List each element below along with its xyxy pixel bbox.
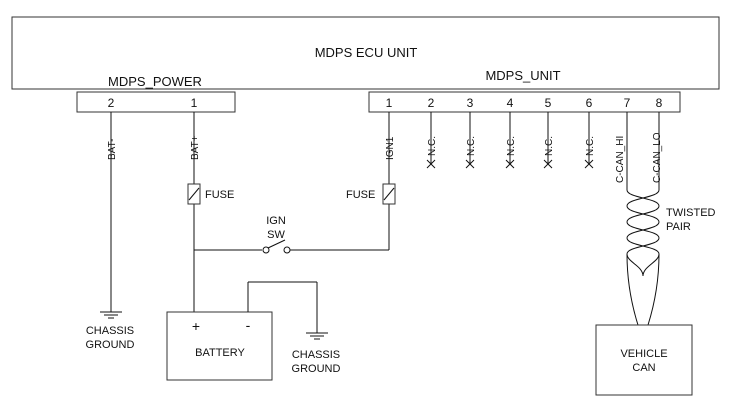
- power-pin-num: 1: [191, 96, 198, 110]
- ground-label-1b: GROUND: [86, 339, 135, 351]
- unit-pin-num: 4: [507, 96, 514, 110]
- twisted-pair-label: TWISTED: [666, 207, 716, 219]
- ecu-title: MDPS ECU UNIT: [315, 45, 418, 60]
- bat-plus-wire: [193, 112, 262, 312]
- signal-label-bat-minus: BAT-: [107, 139, 118, 160]
- battery-label: BATTERY: [195, 347, 245, 359]
- unit-pin-num: 6: [586, 96, 593, 110]
- power-pin-num: 2: [108, 96, 115, 110]
- vehicle-can-label: VEHICLE: [620, 348, 667, 360]
- ign-sw-label: IGN: [266, 215, 286, 227]
- signal-label-ign1: IGN1: [385, 136, 396, 160]
- nc-terminations: [426, 112, 594, 169]
- fuse-label-ign: FUSE: [346, 189, 375, 201]
- unit-pin-num: 3: [467, 96, 474, 110]
- signal-label-nc: N.C.: [544, 136, 555, 156]
- power-connector-label: MDPS_POWER: [108, 74, 202, 89]
- unit-pin-num: 8: [656, 96, 663, 110]
- unit-pin-num: 5: [545, 96, 552, 110]
- signal-label-can-hi: C-CAN_HI: [615, 136, 626, 183]
- vehicle-can-box: [595, 324, 693, 396]
- signal-label-nc: N.C.: [506, 136, 517, 156]
- battery-box: [166, 311, 273, 381]
- signal-label-nc: N.C.: [466, 136, 477, 156]
- ground-label-2: CHASSIS: [292, 349, 340, 361]
- unit-connector: [368, 91, 681, 113]
- signal-label-bat-plus: BAT+: [190, 135, 201, 160]
- unit-pin-num: 2: [428, 96, 435, 110]
- unit-pin-num: 7: [624, 96, 631, 110]
- ecu-box: [11, 16, 720, 90]
- twisted-pair-label-2: PAIR: [666, 221, 691, 233]
- fuse-symbol-bat: [187, 183, 201, 205]
- unit-pin-num: 1: [386, 96, 393, 110]
- vehicle-can-label-2: CAN: [632, 362, 655, 374]
- ign-sw-label-2: SW: [267, 229, 285, 241]
- unit-connector-label: MDPS_UNIT: [485, 68, 560, 83]
- signal-label-nc: N.C.: [427, 136, 438, 156]
- ground-label-1: CHASSIS: [86, 325, 134, 337]
- battery-ground-wire: [247, 281, 328, 340]
- bat-minus-wire: [100, 112, 122, 319]
- signal-label-nc: N.C.: [585, 136, 596, 156]
- battery-plus-label: +: [192, 318, 200, 334]
- can-twisted-pair: [626, 112, 660, 326]
- fuse-label-bat: FUSE: [205, 189, 234, 201]
- ground-label-2b: GROUND: [292, 363, 341, 375]
- ign-switch: [262, 239, 389, 254]
- signal-label-can-lo: C-CAN_LO: [652, 132, 663, 183]
- fuse-symbol-ign: [382, 183, 396, 205]
- power-connector: [76, 91, 236, 113]
- battery-minus-label: -: [246, 317, 251, 333]
